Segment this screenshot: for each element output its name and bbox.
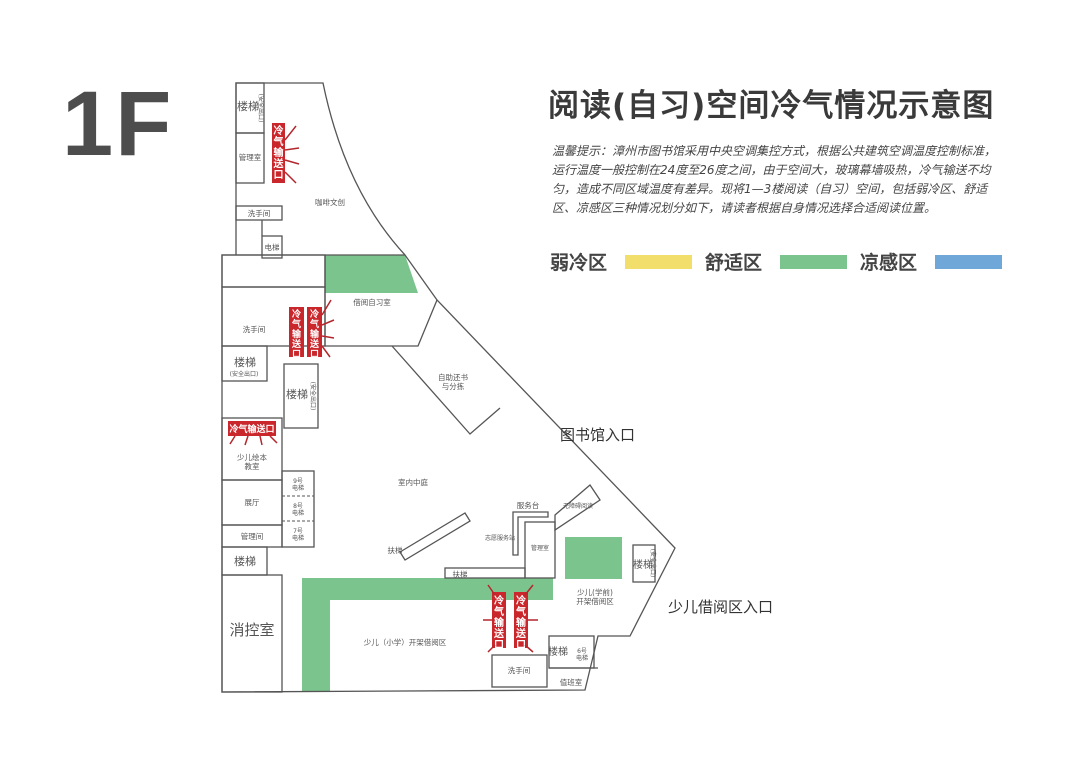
label-elevator-7: 7号电梯	[292, 528, 304, 542]
wall-outer	[221, 254, 676, 693]
legend-swatch-green	[780, 254, 848, 269]
vent-label: 冷气输送口	[273, 124, 285, 181]
vent-box	[514, 592, 528, 648]
legend-label: 舒适区	[705, 252, 763, 274]
label-escalator: 扶梯	[388, 545, 403, 555]
label-exhibition: 展厅	[245, 498, 260, 507]
label-fire-control: 消控室	[229, 621, 274, 639]
legend-swatch-yellow	[625, 254, 693, 269]
label-escalator-2: 扶梯	[453, 569, 468, 579]
label-elevator-8: 8号电梯	[292, 503, 304, 517]
vent-label: 冷气输送口	[309, 308, 320, 360]
label-service-desk: 服务台	[517, 500, 540, 510]
vent-box	[492, 592, 506, 648]
room-restroom-w	[221, 286, 326, 347]
vent-box	[272, 123, 285, 183]
legend-cool: 凉感区	[860, 248, 1003, 275]
vent-label: 冷气输送口	[229, 423, 274, 435]
label-emergency-exit-w: (安全出口)	[230, 370, 259, 378]
room-fire-control	[221, 574, 283, 693]
label-picture-book: 少儿绘本教室	[237, 452, 267, 471]
page-title: 阅读(自习)空间冷气情况示意图	[548, 88, 995, 124]
legend-label: 凉感区	[860, 252, 918, 274]
label-management-c: 管理室	[531, 544, 549, 552]
vent-west: 冷气输送口 冷气输送口	[289, 299, 335, 360]
wall-north	[235, 82, 406, 256]
label-emergency-exit-n: (安全出口)	[257, 94, 265, 123]
label-barrier-free: 无障碍阅读	[563, 502, 593, 510]
label-restroom-w: 洗手间	[243, 324, 266, 334]
comfort-zone-preschool	[565, 537, 622, 579]
divider	[282, 495, 314, 522]
service-desk	[512, 511, 549, 556]
label-self-service: 自助还书与分拣	[438, 372, 468, 391]
floor-label: 1F	[62, 73, 174, 175]
label-management-office: 管理间	[241, 531, 264, 541]
label-stairs-sw: 楼梯	[234, 554, 256, 568]
room-stairs-w2	[283, 363, 319, 429]
entrance-library: 图书馆入口	[560, 426, 635, 444]
vent-box	[228, 421, 276, 436]
legend-comfort: 舒适区	[705, 248, 848, 275]
vent-south: 冷气输送口 冷气输送口	[483, 584, 538, 653]
label-study: 借阅自习室	[353, 297, 391, 307]
airflow-arrows-icon	[229, 435, 278, 446]
vent-box	[307, 307, 322, 357]
vent-label: 冷气输送口	[291, 308, 302, 360]
label-emergency-exit-e: (安全出口)	[649, 549, 657, 578]
vent-box	[289, 307, 304, 357]
room-management-c	[524, 521, 556, 579]
room-management-n	[235, 132, 265, 184]
room-stairs-w	[221, 345, 268, 382]
label-cafe: 咖啡文创	[315, 197, 345, 207]
legend-label: 弱冷区	[550, 252, 608, 274]
label-stairs-w2: 楼梯	[286, 387, 308, 401]
label-elevator-6: 6号电梯	[576, 648, 588, 662]
label-management: 管理室	[239, 152, 262, 162]
room-restroom-n	[235, 205, 283, 221]
label-kids-primary: 少儿（小学）开架借阅区	[364, 637, 447, 647]
legend-weak-cold: 弱冷区	[550, 248, 693, 275]
label-volunteer: 志愿服务站	[485, 534, 515, 542]
room-elevators	[281, 470, 315, 548]
vent-label: 冷气输送口	[515, 594, 527, 651]
room-self-service	[391, 345, 501, 435]
label-restroom: 洗手间	[248, 208, 271, 218]
airflow-arrows-icon	[284, 125, 300, 184]
comfort-zone-primary	[302, 578, 553, 692]
entrance-children: 少儿借阅区入口	[668, 598, 773, 616]
label-stairs-e: 楼梯	[633, 558, 653, 571]
comfort-zone-study	[325, 255, 418, 293]
label-kids-preschool: 少儿(学前)开架借阅区	[576, 587, 614, 606]
notice-text: 温馨提示：漳州市图书馆采用中央空调集控方式，根据公共建筑空调温度控制标准，运行温…	[552, 144, 997, 215]
vent-label: 冷气输送口	[493, 594, 505, 651]
label-stairs-s: 楼梯	[548, 645, 568, 658]
room-barrier-free	[554, 484, 601, 532]
vent-north: 冷气输送口	[272, 123, 300, 184]
label-atrium: 室内中庭	[398, 477, 428, 487]
room-west-top	[221, 254, 326, 288]
airflow-arrows-icon	[483, 584, 538, 653]
label-elevator-9: 9号电梯	[292, 478, 304, 492]
label-emergency-exit-w2: (安全出口)	[309, 382, 317, 411]
legend-swatch-blue	[935, 254, 1003, 269]
label-stairs: 楼梯	[237, 99, 259, 113]
escalator-diag	[399, 512, 471, 561]
room-restroom-s	[491, 654, 548, 688]
label-restroom-s: 洗手间	[508, 665, 531, 675]
label-duty-room: 值班室	[560, 677, 583, 687]
room-elevator-n	[261, 235, 283, 259]
vent-picture-book: 冷气输送口	[228, 421, 278, 446]
airflow-arrows-icon	[321, 299, 335, 358]
label-stairs-w: 楼梯	[234, 355, 256, 369]
label-elevator: 电梯	[265, 242, 280, 252]
room-stairs-e	[632, 544, 656, 583]
